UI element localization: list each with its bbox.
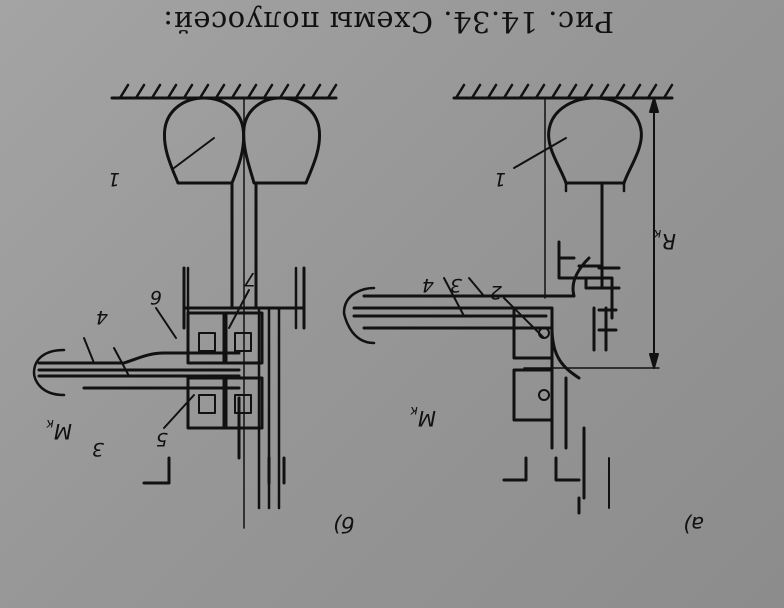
figure-caption: Рис. 14.34. Схемы полуосей:: [162, 5, 614, 39]
part-1-a: 1: [493, 168, 506, 190]
scheme-a: [342, 83, 674, 515]
hub-flange-b: [182, 266, 306, 330]
part-2: 2: [489, 281, 502, 303]
torque-arrow-b: [32, 348, 66, 397]
torque-subscript-b: к: [46, 416, 54, 431]
part-4-a: 4: [421, 274, 434, 296]
torque-arrow-a: [342, 286, 376, 345]
torque-label-b: Mк: [46, 416, 72, 443]
ground-hatch-b: [110, 83, 338, 100]
radius-label: Rк: [654, 226, 676, 253]
semi-axle-b: [37, 368, 241, 378]
torque-label-a: Mк: [410, 403, 436, 430]
wheel-tire-b1: [242, 96, 322, 185]
scheme-b: [32, 83, 338, 529]
variant-label-a: а): [682, 512, 704, 536]
ground-hatch-a: [452, 83, 674, 100]
part-4-b: 4: [95, 306, 108, 328]
radius-subscript: к: [653, 226, 662, 241]
radius-symbol: R: [661, 229, 676, 253]
wheel-tire-b2: [162, 96, 246, 185]
part-3-a: 3: [449, 274, 462, 296]
variant-label-b: б): [332, 512, 354, 536]
axle-casing-a: [362, 256, 604, 380]
wheel-tire-a: [547, 96, 643, 185]
torque-symbol-b: M: [53, 419, 72, 443]
torque-subscript-a: к: [410, 403, 418, 418]
part-3-b: 3: [91, 438, 104, 460]
radius-dimension: [523, 97, 660, 369]
differential-a: [512, 368, 554, 422]
torque-symbol-a: M: [417, 406, 436, 430]
part-6: 6: [149, 286, 162, 308]
axle-casing-b: [37, 351, 241, 390]
part-7: 7: [243, 268, 256, 290]
part-5: 5: [155, 428, 168, 450]
part-1-b: 1: [107, 168, 120, 190]
